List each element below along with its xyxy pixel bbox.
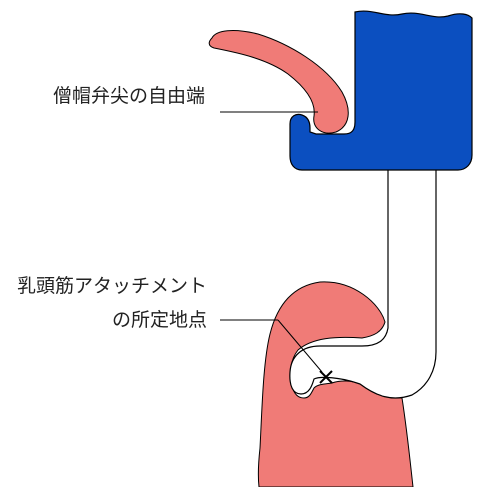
- anchor-wire: [290, 160, 436, 398]
- muscle-attachment-label-line1: 乳頭筋アタッチメント: [17, 275, 207, 297]
- muscle-attachment-label-line2: の所定地点: [112, 309, 207, 331]
- leaflet-free-edge-label: 僧帽弁尖の自由端: [53, 85, 205, 107]
- leaflet-shape: [209, 31, 348, 134]
